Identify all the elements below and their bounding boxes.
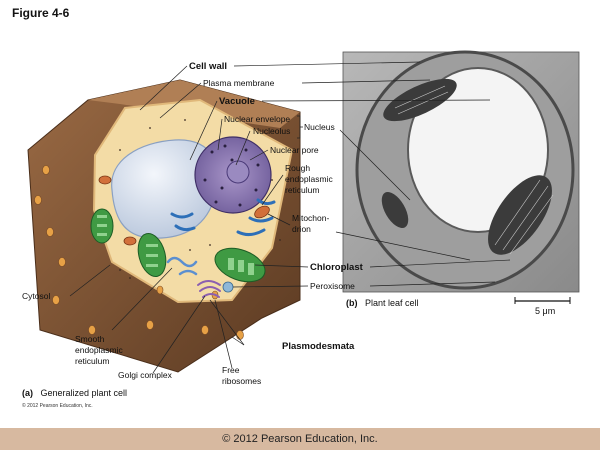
generalized-plant-cell <box>27 79 301 373</box>
footer-copyright: © 2012 Pearson Education, Inc. <box>0 428 600 450</box>
caption-b: (b) Plant leaf cell <box>346 293 418 310</box>
mitochondria <box>98 175 270 246</box>
nucleolus <box>226 160 250 184</box>
caption-a: (a) Generalized plant cell <box>22 383 127 400</box>
label-rough-er-2: endoplasmic <box>285 174 333 184</box>
label-free-ribosomes-1: Free <box>222 365 240 375</box>
caption-a-letter: (a) <box>22 388 33 398</box>
label-peroxisome: Peroxisome <box>310 281 355 291</box>
scale-bar-label: 5 μm <box>535 306 555 316</box>
label-smooth-er-2: endoplasmic <box>75 345 123 355</box>
label-free-ribosomes-2: ribosomes <box>222 376 261 386</box>
plant-cell-diagram: Cell wall Plasma membrane Vacuole Nuclea… <box>22 50 580 409</box>
label-rough-er-3: reticulum <box>285 185 319 195</box>
plant-leaf-cell-micrograph <box>342 50 580 293</box>
label-mitochondrion-2: drion <box>292 224 311 234</box>
label-cytosol: Cytosol <box>22 291 50 301</box>
peroxisome <box>222 281 234 293</box>
small-copyright: © 2012 Pearson Education, Inc. <box>22 402 93 409</box>
label-golgi-complex: Golgi complex <box>118 370 173 380</box>
label-plasma-membrane: Plasma membrane <box>203 78 275 88</box>
golgi-complex <box>197 280 221 298</box>
label-vacuole: Vacuole <box>219 96 255 107</box>
label-smooth-er-1: Smooth <box>75 334 105 344</box>
label-nuclear-envelope: Nuclear envelope <box>224 114 290 124</box>
caption-b-text: Plant leaf cell <box>365 298 419 308</box>
label-smooth-er-3: reticulum <box>75 356 109 366</box>
label-cell-wall: Cell wall <box>189 61 227 72</box>
leader-lines <box>69 61 511 374</box>
micrograph-thylakoids <box>394 85 554 255</box>
free-ribosomes <box>119 119 281 279</box>
label-nucleolus: Nucleolus <box>253 126 290 136</box>
caption-a-text: Generalized plant cell <box>40 388 127 398</box>
figure-title: Figure 4-6 <box>12 6 70 20</box>
thylakoid-stacks <box>97 215 254 275</box>
label-rough-er-1: Rough <box>285 163 310 173</box>
label-chloroplast: Chloroplast <box>310 262 364 273</box>
label-nuclear-pore: Nuclear pore <box>270 145 319 155</box>
label-nucleus: Nucleus <box>304 122 335 132</box>
scale-bar: 5 μm <box>514 297 571 316</box>
label-mitochondrion-1: Mitochon- <box>292 213 329 223</box>
rough-er <box>170 198 276 237</box>
smooth-er <box>166 256 198 276</box>
label-plasmodesmata: Plasmodesmata <box>282 341 355 352</box>
plasmodesmata-pits <box>34 165 244 340</box>
caption-b-letter: (b) <box>346 298 358 308</box>
nuclear-pores <box>203 144 260 207</box>
